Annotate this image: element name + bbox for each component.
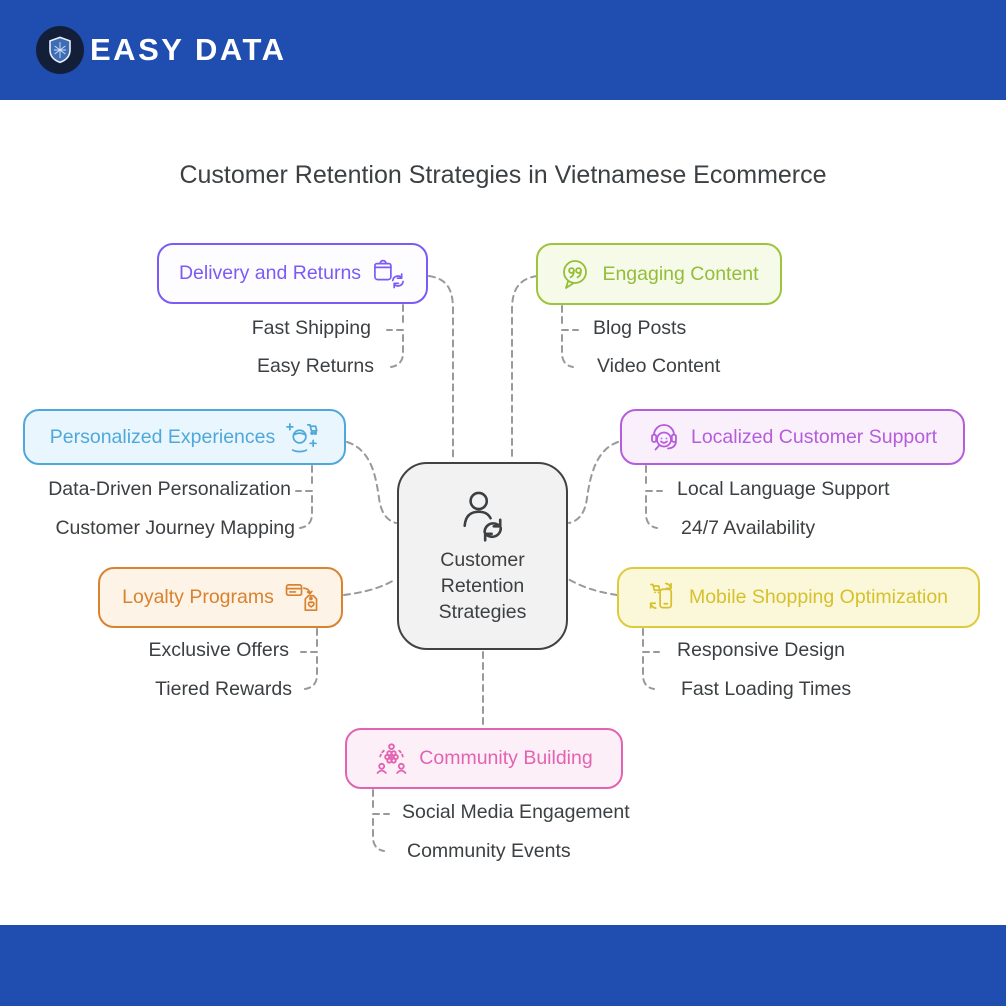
branch-node-loyalty-programs: Loyalty Programs	[98, 567, 343, 628]
connector	[561, 305, 579, 368]
connector	[428, 275, 454, 461]
connector	[295, 465, 313, 529]
brand-title: EASY DATA	[90, 32, 287, 67]
top-banner: EASY DATA	[0, 0, 1006, 100]
central-node-label: Customer Retention Strategies	[438, 549, 527, 623]
connector	[300, 628, 318, 690]
connector	[642, 628, 660, 690]
branch-label: Community Building	[419, 747, 593, 769]
easy-data-logo	[36, 26, 84, 74]
leaf-video-content: Video Content	[597, 355, 721, 377]
leaf-exclusive-offers: Exclusive Offers	[148, 639, 289, 661]
leaf-tiered-rewards: Tiered Rewards	[155, 678, 292, 700]
branch-node-localized-customer-support: Localized Customer Support	[620, 409, 965, 465]
card-reward-tag-icon	[285, 583, 319, 613]
connector	[511, 275, 538, 461]
leaf-fast-shipping: Fast Shipping	[251, 317, 371, 339]
branch-label: Personalized Experiences	[49, 425, 276, 448]
connector	[372, 789, 390, 852]
speech-quotes-icon	[559, 258, 591, 290]
bag-refresh-icon	[372, 258, 406, 289]
central-node: Customer Retention Strategies	[397, 462, 568, 650]
branch-node-mobile-shopping-optimization: Mobile Shopping Optimization	[617, 567, 980, 628]
leaf-data-driven-personalization: Data-Driven Personalization	[48, 478, 291, 500]
branch-label: Loyalty Programs	[122, 586, 274, 608]
branch-node-personalized-experiences: Personalized Experiences	[23, 409, 346, 465]
phone-cart-swap-icon	[649, 581, 678, 614]
page-title: Customer Retention Strategies in Vietnam…	[179, 161, 827, 189]
person-refresh-icon	[455, 487, 511, 543]
branch-label: Mobile Shopping Optimization	[688, 586, 949, 608]
leaf-247-availability: 24/7 Availability	[681, 517, 816, 539]
bottom-banner: in EASY DATA - Automatic Data Crawling	[0, 925, 1006, 1006]
branch-label: Engaging Content	[602, 262, 759, 285]
branch-node-engaging-content: Engaging Content	[536, 243, 782, 305]
leaf-fast-loading-times: Fast Loading Times	[681, 678, 852, 700]
connector	[568, 441, 619, 524]
connector	[645, 465, 663, 529]
leaf-easy-returns: Easy Returns	[256, 355, 374, 377]
leaf-responsive-design: Responsive Design	[677, 639, 846, 661]
branch-node-delivery-and-returns: Delivery and Returns	[157, 243, 428, 304]
connector	[346, 441, 397, 524]
person-sparkle-cart-icon	[286, 422, 319, 453]
shield-icon	[49, 36, 71, 64]
headset-support-icon	[648, 422, 680, 452]
leaf-community-events: Community Events	[407, 840, 571, 862]
people-group-icon	[375, 743, 408, 774]
branch-label: Localized Customer Support	[690, 425, 938, 448]
leaf-customer-journey-mapping: Customer Journey Mapping	[55, 517, 295, 539]
leaf-blog-posts: Blog Posts	[593, 317, 687, 339]
connector	[386, 304, 404, 368]
leaf-local-language-support: Local Language Support	[677, 478, 890, 500]
connector	[343, 578, 397, 596]
branch-label: Delivery and Returns	[178, 262, 362, 284]
branch-node-community-building: Community Building	[345, 728, 623, 789]
leaf-social-media-engagement: Social Media Engagement	[402, 801, 630, 823]
connector	[567, 578, 618, 596]
